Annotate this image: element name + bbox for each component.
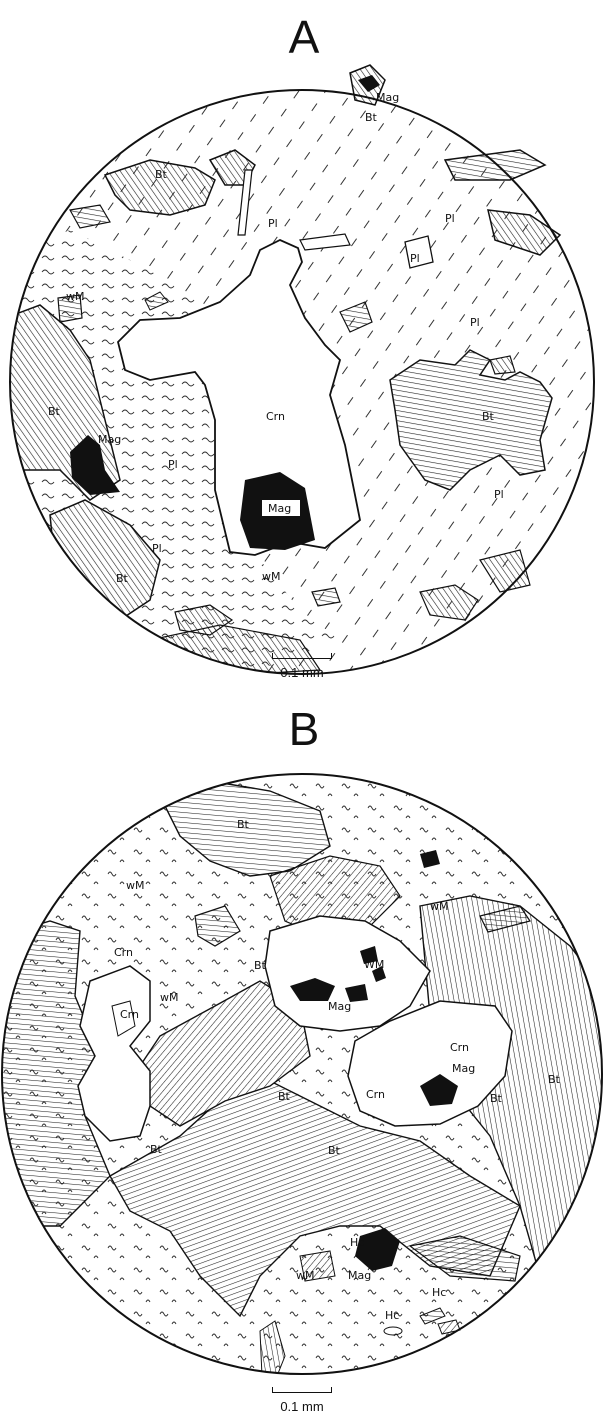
- label-b-bt-center-left: Bt: [254, 959, 267, 972]
- label-b-bt-right-1: Bt: [548, 1073, 561, 1086]
- label-a-pl-2: Pl: [268, 217, 278, 230]
- label-a-pl-6: Pl: [494, 488, 504, 501]
- label-b-mag-right: Mag: [452, 1062, 475, 1075]
- label-b-mag-lower: Mag: [348, 1269, 371, 1282]
- label-b-wm-left: wM: [160, 991, 179, 1004]
- scale-bar-a-label: 0.1 mm: [250, 665, 354, 680]
- label-b-hc-3: Hc: [385, 1309, 399, 1322]
- label-b-hc-1: Hc: [350, 1236, 364, 1249]
- scale-bar-b-line: [272, 1392, 332, 1401]
- label-a-bt-left: Bt: [48, 405, 61, 418]
- label-a-mag-center: Mag: [268, 502, 291, 515]
- label-a-bt-upper-left: Bt: [155, 168, 168, 181]
- label-a-bt-lower-left: Bt: [116, 572, 129, 585]
- panel-b-letter: B: [0, 702, 608, 756]
- label-a-mag-left: Mag: [98, 433, 121, 446]
- label-b-bt-lower-left: Bt: [150, 1143, 163, 1156]
- label-a-crn: Crn: [266, 410, 285, 423]
- label-a-bt-top: Bt: [365, 111, 378, 124]
- label-a-pl-4: Pl: [470, 316, 480, 329]
- panel-a-drawing: Mag Bt Bt Pl Pl Pl Pl wM Crn Bt Bt Mag P…: [0, 0, 608, 680]
- scale-bar-b-label: 0.1 mm: [250, 1399, 354, 1414]
- label-b-bt-center: Bt: [278, 1090, 291, 1103]
- label-b-mag-center: Mag: [328, 1000, 351, 1013]
- label-b-hc-2: Hc: [432, 1286, 446, 1299]
- label-b-crn-left-1: Crn: [114, 946, 133, 959]
- label-a-mag-top: Mag: [376, 91, 399, 104]
- label-b-wm-center: WM: [364, 958, 384, 971]
- label-a-pl-3: Pl: [410, 252, 420, 265]
- label-b-bt-lower-center: Bt: [328, 1144, 341, 1157]
- scale-bar-a-line: [272, 658, 332, 667]
- label-a-bt-right: Bt: [482, 410, 495, 423]
- label-b-crn-right-2: Crn: [366, 1088, 385, 1101]
- label-b-wm-upper-right: wM: [430, 900, 449, 913]
- scale-bar-b: 0.1 mm: [250, 1392, 354, 1414]
- label-b-crn-right-1: Crn: [450, 1041, 469, 1054]
- panel-b-drawing: Bt wM wM Crn Bt WM wM Mag Crn Crn Bt Mag…: [0, 756, 608, 1406]
- label-b-wm-lower: wM: [296, 1269, 315, 1282]
- label-b-bt-top: Bt: [237, 818, 250, 831]
- label-a-pl-7: Pl: [152, 542, 162, 555]
- label-b-bt-right-2: Bt: [490, 1092, 503, 1105]
- label-a-pl-1: Pl: [445, 212, 455, 225]
- label-a-pl-5: Pl: [168, 458, 178, 471]
- scale-bar-a: 0.1 mm: [250, 658, 354, 680]
- label-a-wm-1: wM: [66, 290, 85, 303]
- label-b-wm-upper-left: wM: [126, 879, 145, 892]
- label-b-crn-left-2: Crn: [120, 1008, 139, 1021]
- label-a-wm-2: wM: [262, 570, 281, 583]
